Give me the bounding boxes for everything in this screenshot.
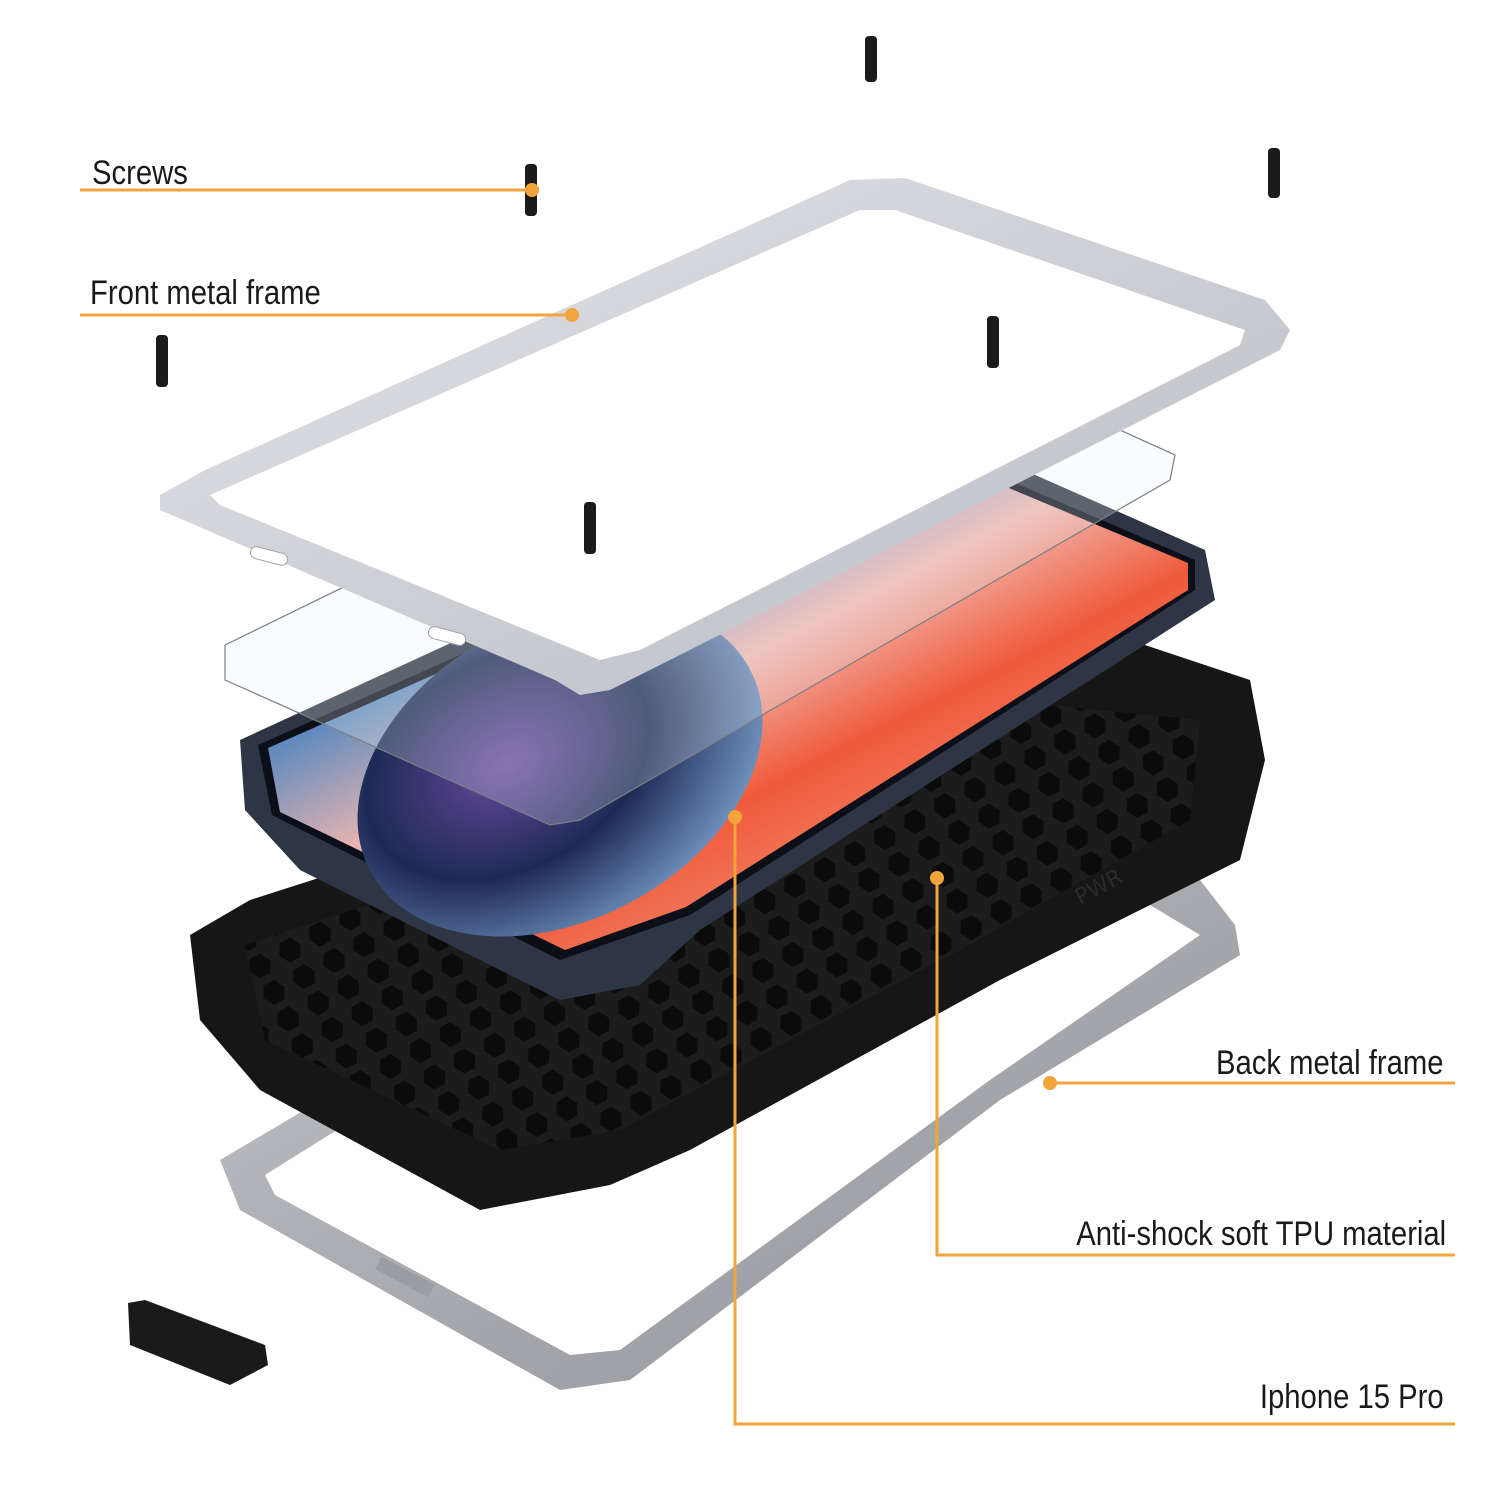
callout-front-metal-frame: Front metal frame [90, 274, 321, 312]
callout-lines [80, 188, 1455, 1426]
front-metal-frame [160, 178, 1290, 695]
callout-phone-model: Iphone 15 Pro [1260, 1378, 1444, 1416]
screws [156, 36, 1280, 554]
tpu-inner-shell: PWR [190, 640, 1265, 1210]
callout-screws: Screws [92, 154, 188, 192]
callout-dots [525, 183, 1057, 1090]
callout-tpu-material: Anti-shock soft TPU material [1076, 1215, 1446, 1253]
callout-back-metal-frame: Back metal frame [1216, 1044, 1444, 1082]
port-plug [128, 1300, 268, 1385]
phone [240, 450, 1215, 1000]
